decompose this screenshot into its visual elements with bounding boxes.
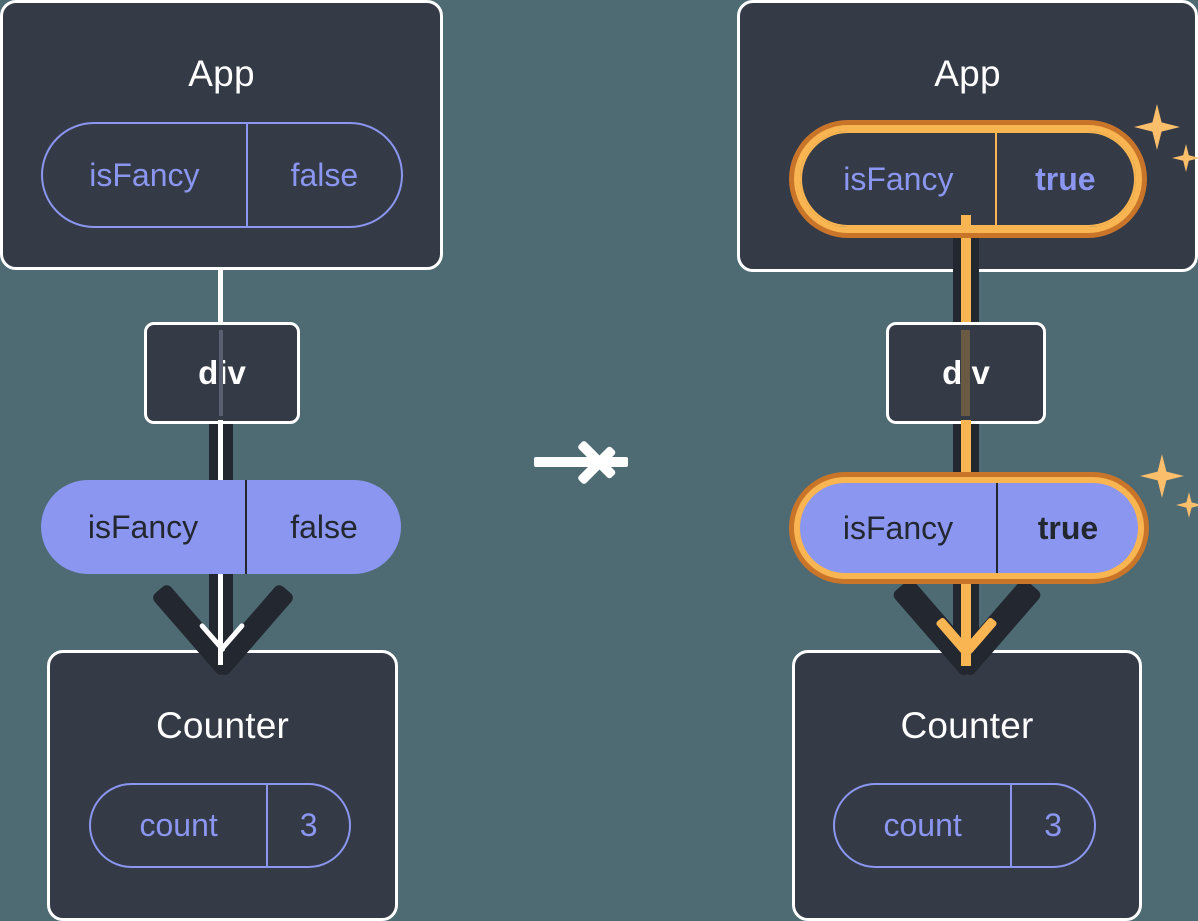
connector-app-to-div-before <box>218 268 223 324</box>
transition-arrow-icon <box>530 420 650 510</box>
app-state-pill-after: isFancy true <box>800 131 1136 227</box>
pill-value: false <box>245 124 401 226</box>
prop-pill-after: isFancy true <box>800 483 1138 573</box>
sparkles-app-after <box>1130 100 1198 180</box>
arrow-shaft-core-before <box>218 570 223 665</box>
connector-app-to-div-after <box>961 215 971 327</box>
pill-key: isFancy <box>89 156 200 193</box>
arrow-head-core-before <box>196 622 248 670</box>
pill-key: count <box>883 807 962 843</box>
counter-card-title: Counter <box>155 705 290 746</box>
app-state-pill-before: isFancy false <box>41 122 403 228</box>
counter-card-title: Counter <box>900 705 1034 746</box>
pill-value: true <box>996 483 1138 573</box>
prop-pill-before: isFancy false <box>41 480 401 574</box>
pill-key: isFancy <box>87 508 199 545</box>
sparkle-small-icon <box>1176 492 1198 518</box>
connector-through-div-before <box>219 330 223 416</box>
pill-key: isFancy <box>842 509 954 546</box>
sparkles-prop-after <box>1136 450 1198 530</box>
sparkle-large-icon <box>1140 454 1184 498</box>
app-card-title: App <box>188 53 255 94</box>
pill-value: false <box>245 480 401 574</box>
pill-value: 3 <box>266 785 349 866</box>
counter-state-pill-before: count 3 <box>89 783 351 868</box>
connector-div-to-prop-core-before <box>218 420 223 485</box>
sparkle-large-icon <box>1134 104 1180 150</box>
counter-state-pill-after: count 3 <box>833 783 1096 868</box>
pill-value: true <box>994 133 1134 225</box>
connector-div-to-prop-after <box>961 420 971 487</box>
connector-through-div-after <box>961 330 970 416</box>
pill-key: count <box>139 807 218 843</box>
arrow-shaft-core-after <box>961 570 971 666</box>
app-card-title: App <box>934 53 1001 94</box>
pill-key: isFancy <box>843 160 954 197</box>
arrow-head-core-after <box>932 616 1000 670</box>
sparkle-small-icon <box>1172 144 1198 172</box>
pill-value: 3 <box>1010 785 1094 866</box>
